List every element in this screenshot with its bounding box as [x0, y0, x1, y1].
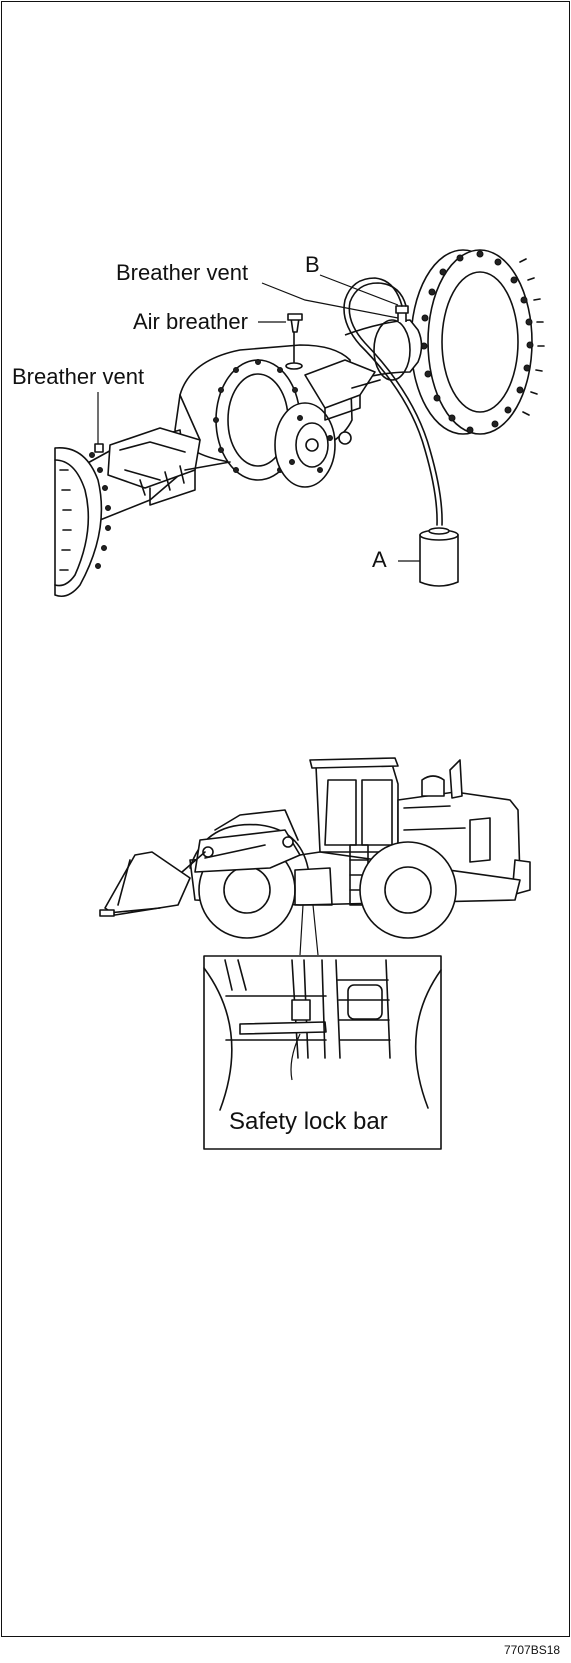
left-wheel-hub: [54, 443, 111, 598]
label-safety-lock-bar: Safety lock bar: [229, 1108, 388, 1135]
label-air-breather: Air breather: [133, 309, 248, 334]
safety-lock-bar-inset: [203, 955, 442, 1150]
precleaner: [421, 775, 445, 797]
label-breather-vent-top: Breather vent: [116, 260, 249, 285]
figure-code: 7707BS18: [504, 1643, 561, 1657]
bucket: [99, 851, 191, 917]
safety-lock-bar: [239, 1021, 327, 1035]
label-b: B: [305, 252, 320, 277]
axle-diagram: [54, 249, 545, 598]
leader-breather-vent-top: [261, 282, 399, 319]
air-breather-cap: [285, 313, 303, 370]
inset-callout: [299, 904, 319, 956]
label-a: A: [372, 547, 387, 572]
wheel-loader-diagram: [99, 757, 531, 1150]
boom: [194, 829, 301, 873]
leader-b: [319, 274, 399, 306]
label-breather-vent-left: Breather vent: [12, 364, 145, 389]
drain-hose: [343, 277, 438, 526]
exhaust-stack: [449, 759, 463, 799]
hub-bolts: [420, 250, 534, 434]
rear-wheel: [359, 841, 457, 939]
right-wheel-hub: [410, 249, 545, 435]
container-a: [419, 527, 459, 587]
right-axle-tube: [344, 319, 423, 383]
cab: [315, 763, 399, 853]
